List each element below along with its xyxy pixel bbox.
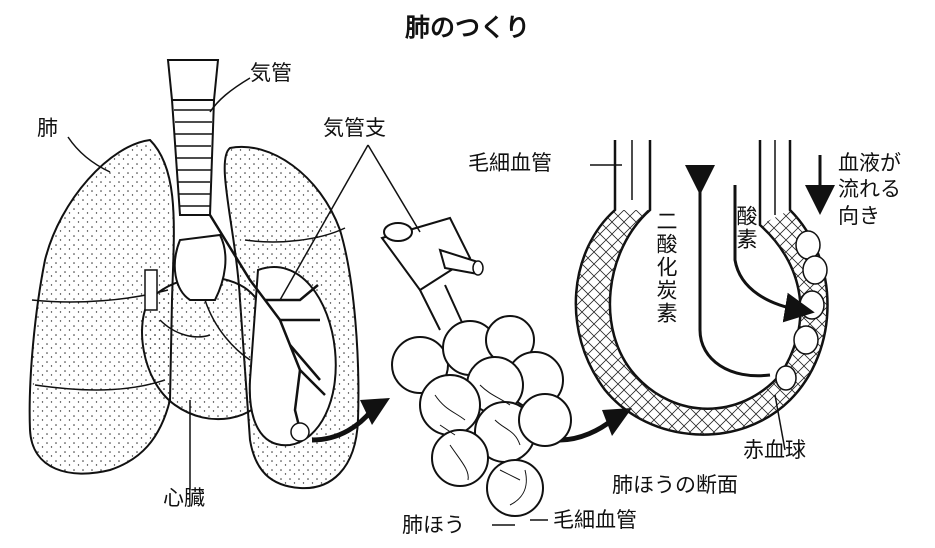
label-heart: 心臓 — [163, 488, 205, 509]
label-trachea: 気管 — [250, 63, 292, 84]
alveoli-cluster — [382, 218, 571, 516]
label-capillary-top: 毛細血管 — [468, 153, 552, 174]
trachea — [168, 60, 218, 215]
label-red-blood-cell: 赤血球 — [743, 440, 806, 461]
label-alveolus-cross-section: 肺ほうの断面 — [612, 475, 738, 496]
alveolus-cross-section — [576, 140, 828, 435]
label-lung: 肺 — [37, 118, 58, 139]
label-bronchi: 気管支 — [323, 118, 386, 139]
label-capillary-bottom: 毛細血管 — [553, 510, 637, 531]
label-alveoli: 肺ほう — [402, 515, 465, 536]
label-carbon-dioxide: 二酸化炭素 — [655, 210, 676, 325]
label-oxygen: 酸素 — [735, 205, 756, 251]
label-blood-flow-direction: 血液が流れる向き — [838, 150, 918, 229]
